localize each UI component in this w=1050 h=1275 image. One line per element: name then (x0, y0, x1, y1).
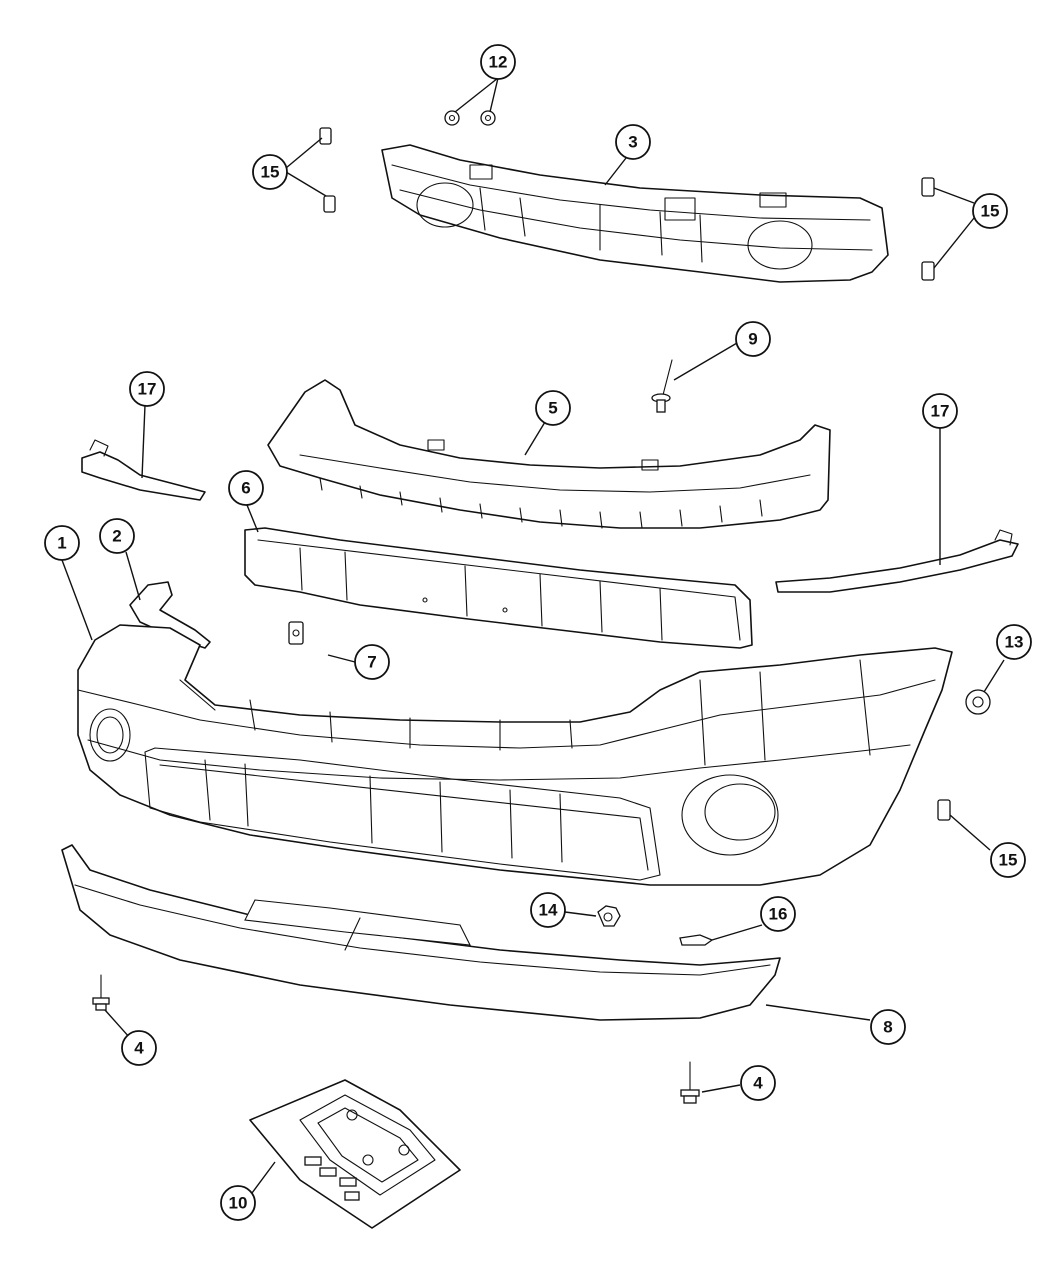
part-side-bracket-left (81, 439, 206, 501)
callout-14: 14 (530, 892, 566, 928)
part-upper-support (267, 379, 831, 529)
part-clip-7 (288, 621, 304, 645)
callout-label-15-lower-right: 15 (999, 851, 1018, 870)
part-grommet (965, 689, 991, 715)
callout-label-4-right: 4 (753, 1074, 763, 1093)
part-grille-insert (244, 527, 753, 649)
callout-5: 5 (535, 390, 571, 426)
callout-4-right: 4 (740, 1065, 776, 1101)
part-reinforcement-beam (381, 144, 889, 283)
part-bolt-right (680, 1061, 700, 1104)
callout-7: 7 (354, 644, 390, 680)
callout-label-12: 12 (489, 53, 508, 72)
callout-8: 8 (870, 1009, 906, 1045)
callout-15-upper-left: 15 (252, 154, 288, 190)
part-nut-14 (597, 905, 621, 927)
callout-label-13: 13 (1005, 633, 1024, 652)
callout-4-left: 4 (121, 1030, 157, 1066)
callout-17-right: 17 (922, 393, 958, 429)
callout-13: 13 (996, 624, 1032, 660)
callout-label-17-left: 17 (138, 380, 157, 399)
callout-17-left: 17 (129, 371, 165, 407)
callout-1: 1 (44, 525, 80, 561)
part-front-fascia (77, 624, 953, 886)
part-nuts (444, 110, 496, 126)
callout-label-6: 6 (241, 479, 250, 498)
callout-9: 9 (735, 321, 771, 357)
callout-label-7: 7 (367, 653, 376, 672)
callout-15-upper-right: 15 (972, 193, 1008, 229)
callout-10: 10 (220, 1185, 256, 1221)
callout-label-8: 8 (883, 1018, 892, 1037)
callout-15-lower-right: 15 (990, 842, 1026, 878)
part-air-dam (61, 844, 781, 1021)
callout-label-2: 2 (112, 527, 121, 546)
callout-label-9: 9 (748, 330, 757, 349)
callout-6: 6 (228, 470, 264, 506)
leader-lines (61, 77, 1005, 1194)
callout-label-3: 3 (628, 133, 637, 152)
callout-label-14: 14 (539, 901, 558, 920)
part-push-pin (651, 359, 673, 413)
callout-3: 3 (615, 124, 651, 160)
part-bolt-left (92, 974, 110, 1011)
callout-label-15-upper-right: 15 (981, 202, 1000, 221)
callout-label-16: 16 (769, 905, 788, 924)
callout-label-15-upper-left: 15 (261, 163, 280, 182)
callout-label-4-left: 4 (134, 1039, 144, 1058)
callout-label-10: 10 (229, 1194, 248, 1213)
callout-16: 16 (760, 896, 796, 932)
callout-label-1: 1 (57, 534, 66, 553)
callout-label-17-right: 17 (931, 402, 950, 421)
part-clip-right (937, 799, 951, 821)
part-side-bracket-right (775, 529, 1019, 593)
callout-2: 2 (99, 518, 135, 554)
part-clip-16 (679, 934, 714, 946)
callout-label-5: 5 (548, 399, 557, 418)
part-license-bracket (249, 1079, 461, 1229)
part-clips-upper (319, 127, 935, 281)
callout-12: 12 (480, 44, 516, 80)
